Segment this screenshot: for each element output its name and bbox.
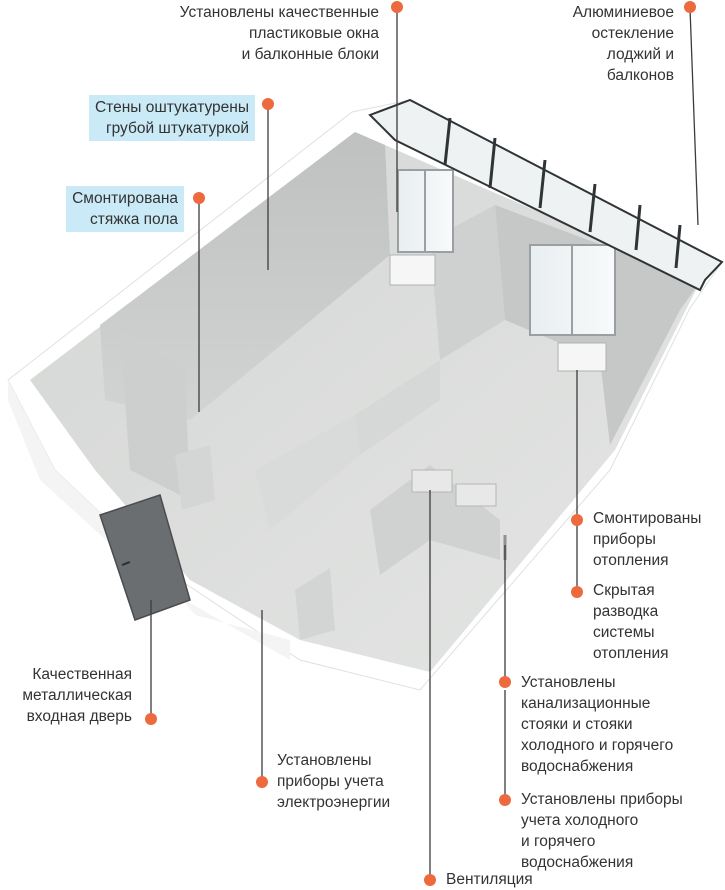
callout-water: Установлены приборы учета холодного и го… — [521, 791, 683, 871]
balcony-mullions — [443, 117, 682, 269]
partition-wall-long — [355, 360, 440, 455]
floor-plan — [7, 98, 724, 691]
leader-lines — [150, 7, 699, 880]
dot-door — [145, 713, 157, 725]
callout-dots — [145, 1, 696, 886]
corridor-pillar — [175, 445, 215, 510]
dot-screed — [193, 192, 205, 204]
radiator-left — [389, 254, 436, 286]
dot-windows — [391, 1, 403, 13]
callout-ventilation: Вентиляция — [446, 871, 533, 888]
callout-screed: Смонтирована стяжка пола — [66, 186, 184, 232]
dot-water — [499, 794, 511, 806]
front-low-wall — [255, 415, 360, 530]
leader-glazing — [689, 7, 699, 226]
callout-plaster: Стены оштукатурены грубой штукатуркой — [88, 95, 255, 141]
ventilation-shaft-1 — [411, 469, 453, 493]
callout-sewer: Установлены канализационные стояки и сто… — [521, 674, 674, 775]
callout-radiators: Смонтированы приборы отопления — [593, 510, 702, 569]
callout-electric: Установлены приборы учета электроэнергии — [277, 752, 391, 811]
radiator-right — [557, 342, 607, 372]
balcony-glazing — [368, 98, 724, 292]
small-room-wall — [295, 568, 335, 640]
door-handle — [121, 561, 131, 566]
callout-hidden-heating: Скрытая разводка системы отопления — [593, 582, 669, 662]
dot-hidden-heating — [571, 586, 583, 598]
dot-radiators — [571, 514, 583, 526]
entrance-door — [99, 494, 191, 621]
dot-glazing — [684, 1, 696, 13]
dot-ventilation — [424, 874, 436, 886]
dot-electric — [256, 776, 268, 788]
back-wall-left — [100, 132, 390, 420]
callout-door: Качественная металлическая входная дверь — [22, 666, 132, 725]
bathroom-wall — [370, 465, 500, 575]
dot-plaster — [262, 98, 274, 110]
callout-windows: Установлены качественные пластиковые окн… — [179, 4, 379, 63]
callout-glazing: Алюминиевое остекление лоджий и балконов — [572, 4, 674, 84]
corridor-wall — [120, 330, 190, 500]
ventilation-shaft-2 — [455, 483, 497, 507]
dot-sewer — [499, 676, 511, 688]
